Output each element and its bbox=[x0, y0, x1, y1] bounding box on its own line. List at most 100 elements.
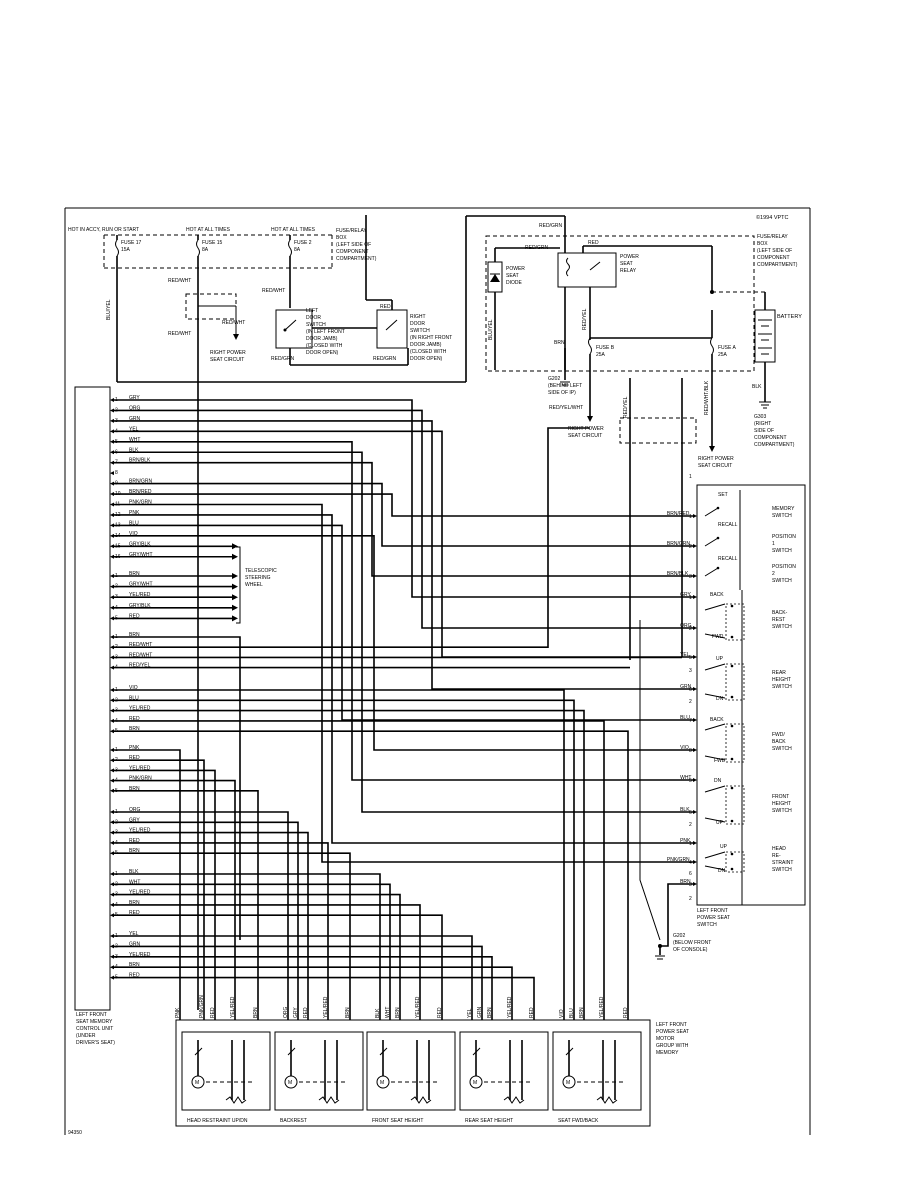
harness-wire bbox=[114, 420, 693, 690]
switch-name-line: HEAD bbox=[772, 846, 786, 852]
red-yel-wht-label: RED/YEL/WHT bbox=[549, 405, 583, 411]
switch-pin-wire-label: ORG bbox=[680, 623, 692, 629]
switch-name-line: SWITCH bbox=[772, 684, 792, 690]
label-line: SEAT CIRCUIT bbox=[210, 357, 244, 363]
switch-contact bbox=[704, 755, 726, 761]
switch-name-line: HEIGHT bbox=[772, 677, 791, 683]
label-line: DRIVER'S SEAT) bbox=[76, 1040, 115, 1046]
harness-wire bbox=[114, 461, 693, 577]
motor-symbol: M bbox=[473, 1080, 477, 1086]
red-label-2: RED bbox=[588, 240, 599, 246]
pin-wire-label: BRN bbox=[129, 786, 140, 792]
pin-wire-label: YEL/RED bbox=[129, 765, 151, 771]
rocker-link bbox=[725, 663, 745, 701]
telescopic-label: TELESCOPIC bbox=[245, 568, 277, 574]
pin-terminal-icon bbox=[110, 645, 114, 650]
potentiometer-icon bbox=[503, 1096, 525, 1104]
motor-name: BACKREST bbox=[280, 1118, 307, 1124]
label-line: 25A bbox=[596, 352, 606, 358]
label-line: (UNDER bbox=[76, 1033, 96, 1039]
pin-wire-label: BRN/RED bbox=[129, 489, 152, 495]
pin-wire-label: YEL bbox=[129, 426, 139, 432]
pin-terminal-icon bbox=[110, 748, 114, 752]
label-line: (BEHIND LEFT bbox=[548, 383, 582, 389]
pin-wire-label: BRN bbox=[129, 900, 140, 906]
switch-contact bbox=[704, 865, 726, 871]
pin-terminal-icon bbox=[110, 872, 114, 876]
back-label: BACK bbox=[710, 717, 724, 723]
harness-wire bbox=[114, 904, 421, 1020]
label-line: POWER bbox=[506, 266, 525, 272]
contact-dot bbox=[716, 566, 720, 570]
switch-name-line: FWD/ bbox=[772, 732, 785, 738]
right-door-switch-contact bbox=[385, 319, 398, 331]
switch-pin-number: 1 bbox=[689, 841, 692, 847]
contact-dot bbox=[730, 724, 734, 728]
red-wht-label-3: RED/WHT bbox=[222, 320, 245, 326]
switch-pin-number: 3 bbox=[689, 574, 692, 580]
pin-terminal-icon bbox=[110, 840, 114, 845]
label-line: FUSE 17 bbox=[121, 240, 142, 246]
label-line: SWITCH bbox=[410, 328, 430, 334]
switch-pin-number: 1 bbox=[689, 595, 692, 601]
switch-name-line: FRONT bbox=[772, 794, 789, 800]
telescopic-label: STEERING bbox=[245, 575, 271, 581]
arrow-right-icon bbox=[232, 553, 238, 560]
rocker-link bbox=[725, 785, 745, 825]
red-yel-label: RED/YEL bbox=[582, 308, 588, 330]
harness-wire bbox=[114, 730, 629, 1020]
set-label: SET bbox=[718, 492, 728, 498]
red-grn-label-1: RED/GRN bbox=[271, 356, 294, 362]
label-line: 25A bbox=[718, 352, 728, 358]
label-line: FUSE 15 bbox=[202, 240, 223, 246]
pin-wire-label: BRN bbox=[129, 962, 140, 968]
pin-wire-label: WHT bbox=[129, 437, 140, 443]
pin-wire-label: PNK/GRN bbox=[129, 500, 152, 506]
switch-terminal-icon bbox=[693, 748, 697, 752]
diode-icon bbox=[490, 274, 500, 282]
label-line: 8A bbox=[294, 247, 301, 253]
pin-terminal-icon bbox=[110, 688, 114, 692]
harness-wire bbox=[114, 427, 590, 648]
pin-terminal-icon bbox=[110, 698, 114, 703]
pin-terminal-icon bbox=[110, 616, 114, 621]
harness-wire bbox=[114, 503, 693, 863]
switch-pin-wire-label: BRN/BLK bbox=[667, 571, 689, 577]
switch-pin-wire-label: PNK bbox=[680, 838, 691, 844]
switch-terminal-icon bbox=[693, 655, 697, 659]
ground-icon-2 bbox=[560, 381, 570, 386]
label-line: G202 bbox=[548, 376, 560, 382]
red-wht-blk-label: RED/WHT/BLK bbox=[704, 380, 710, 415]
harness-wire bbox=[114, 966, 513, 1020]
pin-wire-label: RED/YEL bbox=[129, 663, 151, 669]
pin-wire-label: WHT bbox=[129, 879, 140, 885]
harness-wire bbox=[114, 409, 693, 629]
back-label: BACK bbox=[710, 592, 724, 598]
switch-contact bbox=[704, 507, 719, 517]
label-line: SWITCH bbox=[306, 322, 326, 328]
g202-bottom-label: OF CONSOLE) bbox=[673, 947, 708, 953]
harness-wire bbox=[114, 945, 483, 1020]
tele-bracket bbox=[236, 546, 241, 624]
switch-name-line: SWITCH bbox=[697, 922, 717, 928]
rocker-link bbox=[725, 723, 745, 763]
motor-wire-label: BLU bbox=[569, 1008, 575, 1018]
switch-name-line: LEFT FRONT bbox=[697, 908, 728, 914]
pin-wire-label: ORG bbox=[129, 807, 141, 813]
switch-name-line: POWER SEAT bbox=[697, 915, 730, 921]
battery-icon bbox=[758, 319, 772, 355]
switch-terminal-icon bbox=[693, 778, 697, 782]
harness-wire bbox=[114, 852, 351, 1020]
arrow-right-icon bbox=[232, 573, 238, 579]
motor-wire-label: YEL/RED bbox=[323, 996, 329, 1018]
pin-wire-label: BRN bbox=[129, 571, 140, 577]
label-line: DOOR bbox=[306, 315, 321, 321]
seat-switch-box bbox=[696, 484, 806, 906]
pin-wire-label: GRY/BLK bbox=[129, 541, 151, 547]
